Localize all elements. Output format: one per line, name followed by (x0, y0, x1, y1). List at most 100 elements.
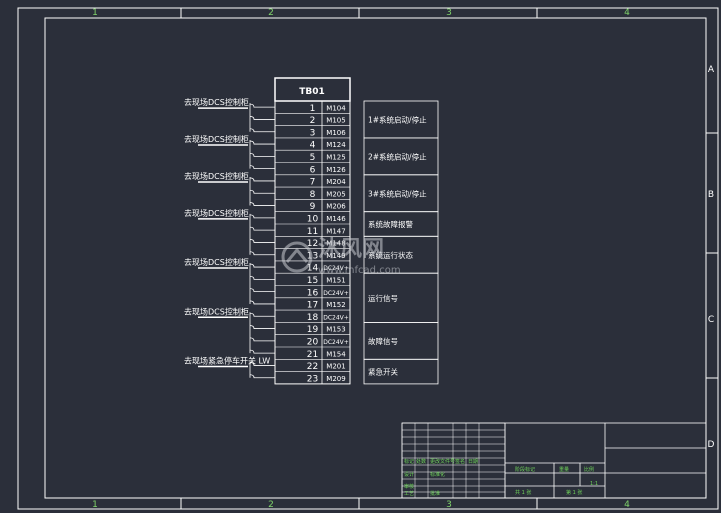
terminal-number: 5 (310, 153, 316, 163)
col-label-bottom: 2 (268, 500, 274, 510)
terminal-number: 14 (307, 264, 319, 274)
wire-to-terminal (249, 116, 275, 120)
wire-to-terminal (249, 312, 275, 317)
function-label: 3#系统启动/停止 (368, 188, 427, 198)
terminal-number: 7 (310, 178, 316, 188)
wire-to-terminal (249, 337, 275, 342)
wire-to-terminal (249, 239, 275, 243)
function-label: 故障信号 (368, 336, 398, 346)
wire-to-terminal (249, 362, 275, 366)
col-label-bottom: 1 (92, 500, 98, 510)
terminal-number: 3 (310, 128, 316, 138)
watermark-brand: 沐风网 (318, 237, 384, 262)
wire-to-terminal (249, 103, 275, 108)
wire-to-terminal (249, 275, 275, 280)
terminal-wire-code: M146 (326, 215, 346, 223)
terminal-number: 17 (307, 301, 318, 311)
terminal-wire-code: M104 (326, 104, 346, 112)
title-block-cell: 1:1 (590, 481, 598, 487)
wire-to-terminal (249, 374, 275, 379)
col-label-top: 1 (92, 8, 98, 18)
source-label: 去现场DCS控制柜 (184, 306, 249, 316)
terminal-wire-code: M205 (326, 190, 345, 198)
wire-to-terminal (249, 300, 275, 305)
terminal-number: 15 (307, 276, 318, 286)
terminal-wire-code: M106 (326, 129, 346, 137)
terminal-number: 9 (310, 202, 316, 212)
wire-to-terminal (249, 152, 275, 157)
title-block-cell: 审核 (404, 483, 414, 490)
terminal-wire-code: M151 (326, 277, 345, 285)
source-label: 去现场DCS控制柜 (184, 97, 249, 107)
wire-to-terminal (249, 251, 275, 256)
terminal-wire-code: M154 (326, 350, 346, 358)
terminal-number: 13 (307, 251, 318, 261)
wire-to-terminal (249, 177, 275, 182)
terminal-wire-code: M125 (326, 154, 345, 162)
terminal-wire-code: DC24V+ (323, 290, 349, 297)
terminal-number: 11 (307, 227, 318, 237)
title-block-cell: 标准化 (430, 471, 445, 478)
title-block-cell: 阶段标记 (515, 466, 535, 473)
title-block-text: 标记处数更改文件号签名日期设计标准化阶段标记重量比例审核工艺批准共 1 张第 1… (404, 458, 598, 497)
terminal-number: 19 (307, 325, 319, 335)
terminal-wire-code: M149 (326, 252, 345, 260)
terminal-number: 18 (307, 313, 319, 323)
terminal-wire-code: M105 (326, 117, 345, 125)
wire-to-terminal (249, 214, 275, 219)
wire-to-terminal (249, 226, 275, 231)
title-block-cell: 工艺 (404, 491, 414, 497)
title-block-cell: 签名 (455, 458, 465, 465)
terminal-wire-code: M206 (326, 203, 346, 211)
row-label: C (708, 315, 714, 325)
wire-to-terminal (249, 349, 275, 354)
left-connection-groups: 去现场DCS控制柜去现场DCS控制柜去现场DCS控制柜去现场DCS控制柜去现场D… (184, 97, 275, 379)
watermark: 沐风网 www.mfcad.com (281, 237, 401, 276)
wire-to-terminal (249, 325, 275, 329)
source-label: 去现场DCS控制柜 (184, 208, 249, 218)
col-label-top: 4 (624, 8, 630, 18)
terminal-wire-code: M153 (326, 326, 345, 334)
terminal-number: 2 (310, 116, 316, 126)
function-label: 系统运行状态 (368, 250, 413, 260)
terminal-number: 21 (307, 350, 318, 360)
row-label: B (708, 190, 714, 200)
wire-to-terminal (249, 189, 275, 194)
terminal-number: 4 (310, 141, 316, 151)
title-block-grid (401, 422, 506, 499)
title-block-cell: 比例 (584, 466, 594, 473)
zone-ticks (180, 8, 718, 509)
terminal-wire-code: DC24V+ (323, 314, 349, 321)
terminal-number: 10 (307, 215, 319, 225)
source-label: 去现场紧急停车开关 LW (184, 355, 270, 365)
title-block-cell: 设计 (404, 471, 414, 478)
wire-to-terminal (249, 140, 275, 145)
outer-frame (17, 7, 719, 510)
terminal-wire-code: M147 (326, 227, 345, 235)
col-label-bottom: 4 (624, 500, 630, 510)
terminal-wire-code: M126 (326, 166, 346, 174)
function-label: 系统故障报警 (368, 219, 413, 229)
terminal-number: 1 (310, 104, 316, 114)
terminal-wire-code: M209 (326, 375, 345, 383)
inner-frame (44, 17, 707, 499)
row-label: A (708, 65, 715, 75)
title-block-cell: 标记 (404, 458, 414, 465)
title-block-cell: 批准 (430, 490, 440, 497)
terminal-wire-code: DC24V+ (323, 339, 349, 346)
title-block-cell: 共 1 张 (515, 489, 531, 496)
wire-to-terminal (249, 263, 275, 268)
terminal-number: 16 (307, 288, 319, 298)
function-label: 紧急开关 (368, 367, 398, 377)
function-boxes: 1#系统启动/停止2#系统启动/停止3#系统启动/停止系统故障报警系统运行状态运… (363, 100, 439, 385)
terminal-block-title: TB01 (299, 87, 325, 97)
title-block-cell: 重量 (559, 466, 569, 473)
col-label-bottom: 3 (446, 500, 452, 510)
title-block-cell: 更改文件号 (430, 458, 455, 465)
title-block-cell: 第 1 张 (566, 489, 582, 496)
terminal-number: 20 (307, 338, 319, 348)
terminal-wire-code: M201 (326, 363, 345, 371)
source-label: 去现场DCS控制柜 (184, 171, 249, 181)
